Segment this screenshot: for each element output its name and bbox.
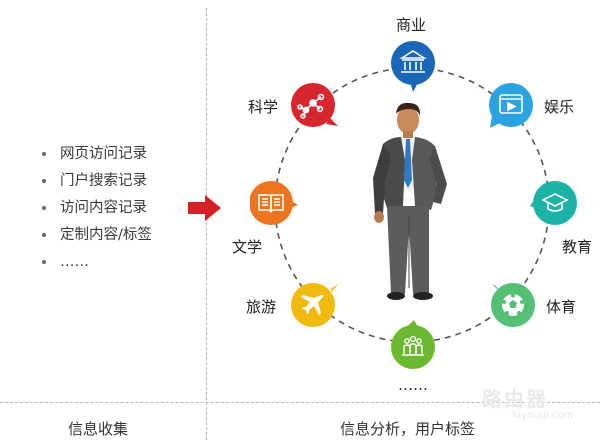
node-label-sports: 体育 — [546, 298, 577, 316]
list-item: 定制内容/标签 — [40, 224, 152, 251]
watermark-logo: 路由器 — [482, 387, 548, 411]
red-arrow-icon — [188, 195, 221, 221]
list-item: …… — [40, 251, 152, 278]
node-label-education: 教育 — [562, 238, 593, 256]
horizontal-divider — [0, 402, 600, 403]
book-icon — [258, 194, 284, 213]
node-entertainment — [488, 82, 534, 128]
node-label-commerce: 商业 — [396, 16, 427, 34]
people-icon — [402, 335, 424, 356]
node-sports — [490, 282, 536, 328]
graduation-cap-icon — [541, 193, 569, 212]
vertical-divider — [206, 8, 207, 440]
node-literature — [250, 180, 298, 226]
node-travel — [290, 282, 338, 328]
node-science — [290, 82, 338, 128]
footer-right-label: 信息分析，用户标签 — [340, 420, 476, 438]
soccer-ball-icon — [502, 293, 524, 316]
video-icon — [499, 94, 523, 114]
bank-icon — [399, 50, 427, 73]
list-item: 网页访问记录 — [40, 143, 152, 170]
watermark-url: luyouqi.com — [512, 410, 574, 421]
node-education — [530, 180, 577, 226]
node-label-science: 科学 — [248, 98, 279, 116]
collected-info-list: 网页访问记录 门户搜索记录 访问内容记录 定制内容/标签 …… — [40, 143, 152, 278]
node-label-entertainment: 娱乐 — [544, 98, 575, 116]
list-item: 门户搜索记录 — [40, 170, 152, 197]
footer-left-label: 信息收集 — [68, 420, 129, 438]
node-label-more: …… — [398, 376, 428, 394]
molecule-icon — [297, 93, 325, 119]
list-item: 访问内容记录 — [40, 197, 152, 224]
businessman-figure — [373, 102, 447, 300]
node-commerce — [390, 40, 436, 92]
airplane-icon — [301, 294, 324, 315]
node-label-literature: 文学 — [232, 238, 263, 256]
node-more — [390, 320, 436, 369]
node-label-travel: 旅游 — [246, 298, 277, 316]
